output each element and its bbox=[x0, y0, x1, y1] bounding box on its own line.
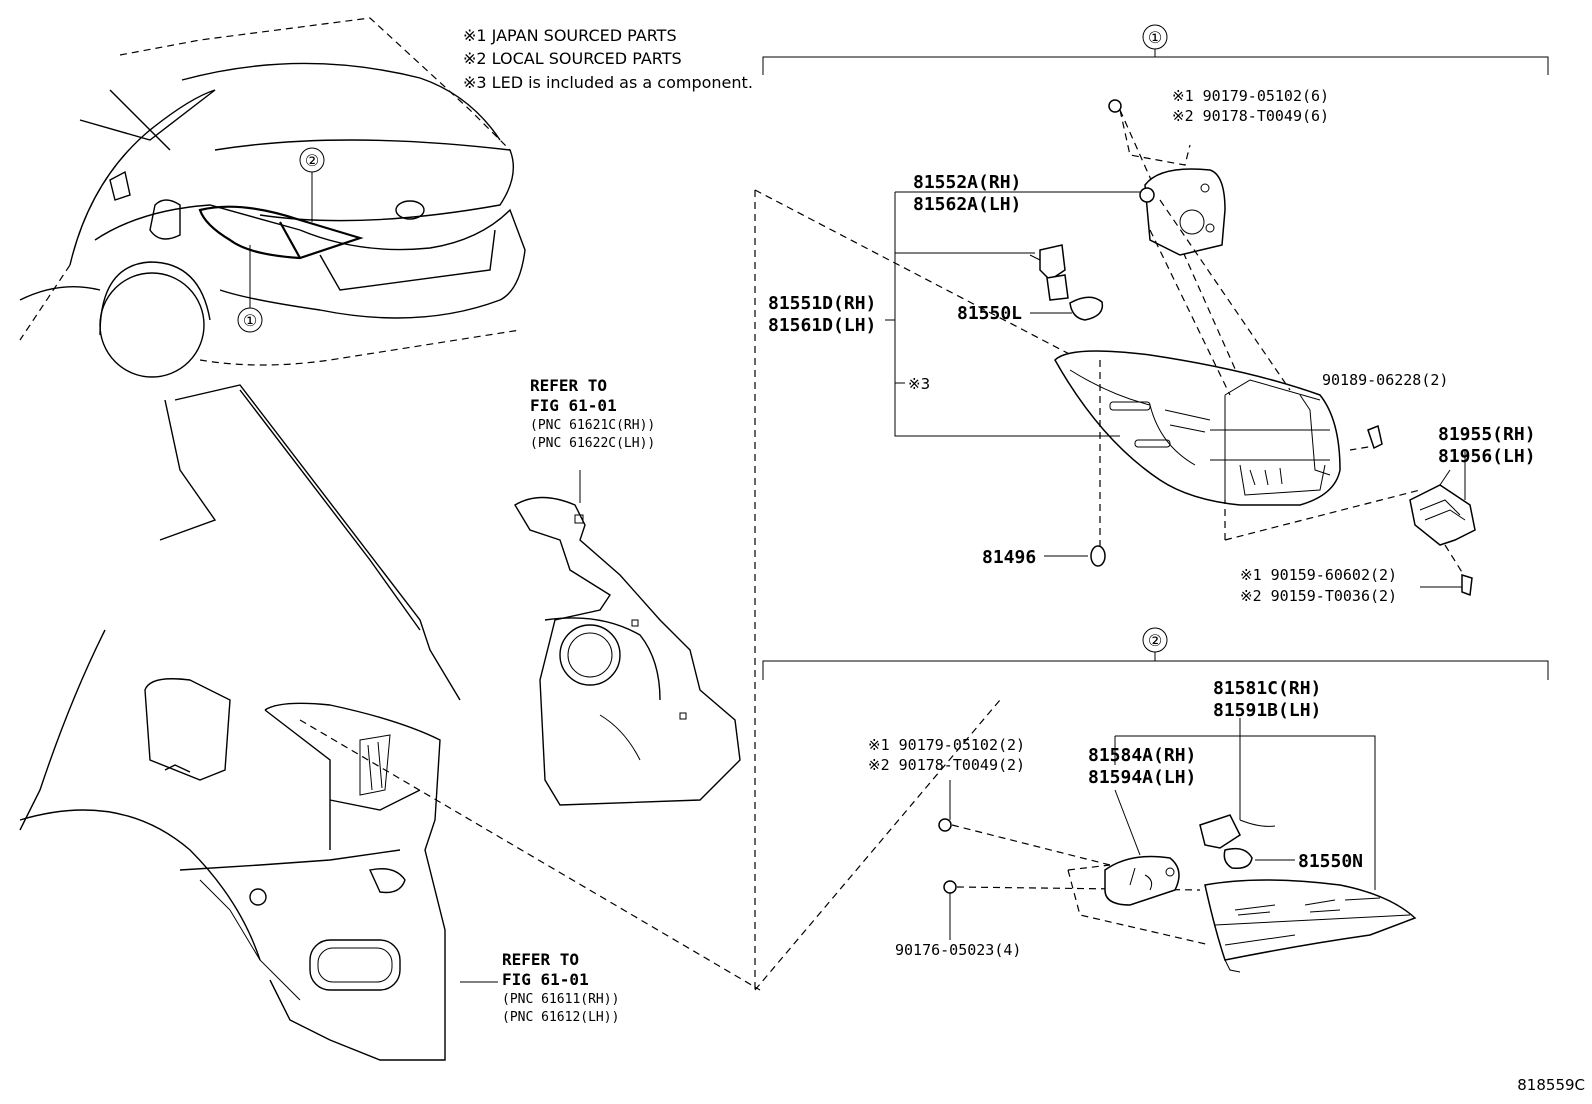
g1-nut-japan-label: ※1 90179-05102(6) bbox=[1172, 87, 1329, 105]
refer-2-line3: (PNC 61611(RH)) bbox=[502, 992, 619, 1007]
group-1-header: ① bbox=[762, 24, 1549, 75]
quarter-panel-illustration bbox=[19, 384, 761, 1061]
tail-lamp-inner-assembly bbox=[938, 814, 1417, 973]
car-rear-illustration bbox=[19, 17, 526, 378]
g2-gasket-lh-label: 81594A(LH) bbox=[1088, 767, 1196, 788]
refer-1-line2: FIG 61-01 bbox=[530, 396, 617, 415]
callout-2-label: ② bbox=[305, 151, 319, 170]
tail-lamp-outer-assembly bbox=[1029, 99, 1476, 597]
refer-1-line4: (PNC 61622C(LH)) bbox=[530, 436, 655, 451]
group-2-header: ② bbox=[762, 627, 1549, 680]
g1-screw-label: 90189-06228(2) bbox=[1322, 371, 1448, 389]
refer-2-line2: FIG 61-01 bbox=[502, 970, 589, 989]
figure-id: 818559C bbox=[1517, 1076, 1585, 1094]
g1-clip-label: 81496 bbox=[982, 547, 1036, 568]
g1-lamp-rh-label: 81551D(RH) bbox=[768, 293, 876, 314]
g2-socket-lh-label: 81591B(LH) bbox=[1213, 700, 1321, 721]
group-1-label: ① bbox=[1148, 28, 1162, 47]
g2-nut-japan-label: ※1 90179-05102(2) bbox=[868, 736, 1025, 754]
g1-bolt-japan-label: ※1 90159-60602(2) bbox=[1240, 566, 1397, 584]
wheel-house-panel-illustration bbox=[514, 470, 741, 806]
g1-bulb-label: 81550L bbox=[957, 303, 1022, 324]
refer-1-line1: REFER TO bbox=[530, 376, 607, 395]
note-local-sourced: ※2 LOCAL SOURCED PARTS bbox=[463, 49, 682, 68]
g1-bolt-local-label: ※2 90159-T0036(2) bbox=[1240, 587, 1397, 605]
g1-led-label: ※3 bbox=[908, 375, 930, 393]
group-2-label: ② bbox=[1148, 631, 1162, 650]
g2-socket-rh-label: 81581C(RH) bbox=[1213, 678, 1321, 699]
g2-nut-label: 90176-05023(4) bbox=[895, 941, 1021, 959]
note-led-component: ※3 LED is included as a component. bbox=[463, 73, 753, 92]
g1-nut-local-label: ※2 90178-T0049(6) bbox=[1172, 107, 1329, 125]
note-japan-sourced: ※1 JAPAN SOURCED PARTS bbox=[463, 26, 677, 45]
g1-bracket-rh-label: 81955(RH) bbox=[1438, 424, 1536, 445]
callout-2-car: ② bbox=[299, 147, 325, 173]
g1-lamp-lh-label: 81561D(LH) bbox=[768, 315, 876, 336]
g1-gasket-lh-label: 81562A(LH) bbox=[913, 194, 1021, 215]
refer-2-line1: REFER TO bbox=[502, 950, 579, 969]
refer-1-line3: (PNC 61621C(RH)) bbox=[530, 418, 655, 433]
callout-1-car: ① bbox=[237, 307, 263, 333]
callout-1-label: ① bbox=[243, 311, 257, 330]
g2-nut-local-label: ※2 90178-T0049(2) bbox=[868, 756, 1025, 774]
refer-2-line4: (PNC 61612(LH)) bbox=[502, 1010, 619, 1025]
g2-bulb-label: 81550N bbox=[1298, 851, 1363, 872]
g1-gasket-rh-label: 81552A(RH) bbox=[913, 172, 1021, 193]
g1-bracket-lh-label: 81956(LH) bbox=[1438, 446, 1536, 467]
g2-gasket-rh-label: 81584A(RH) bbox=[1088, 745, 1196, 766]
